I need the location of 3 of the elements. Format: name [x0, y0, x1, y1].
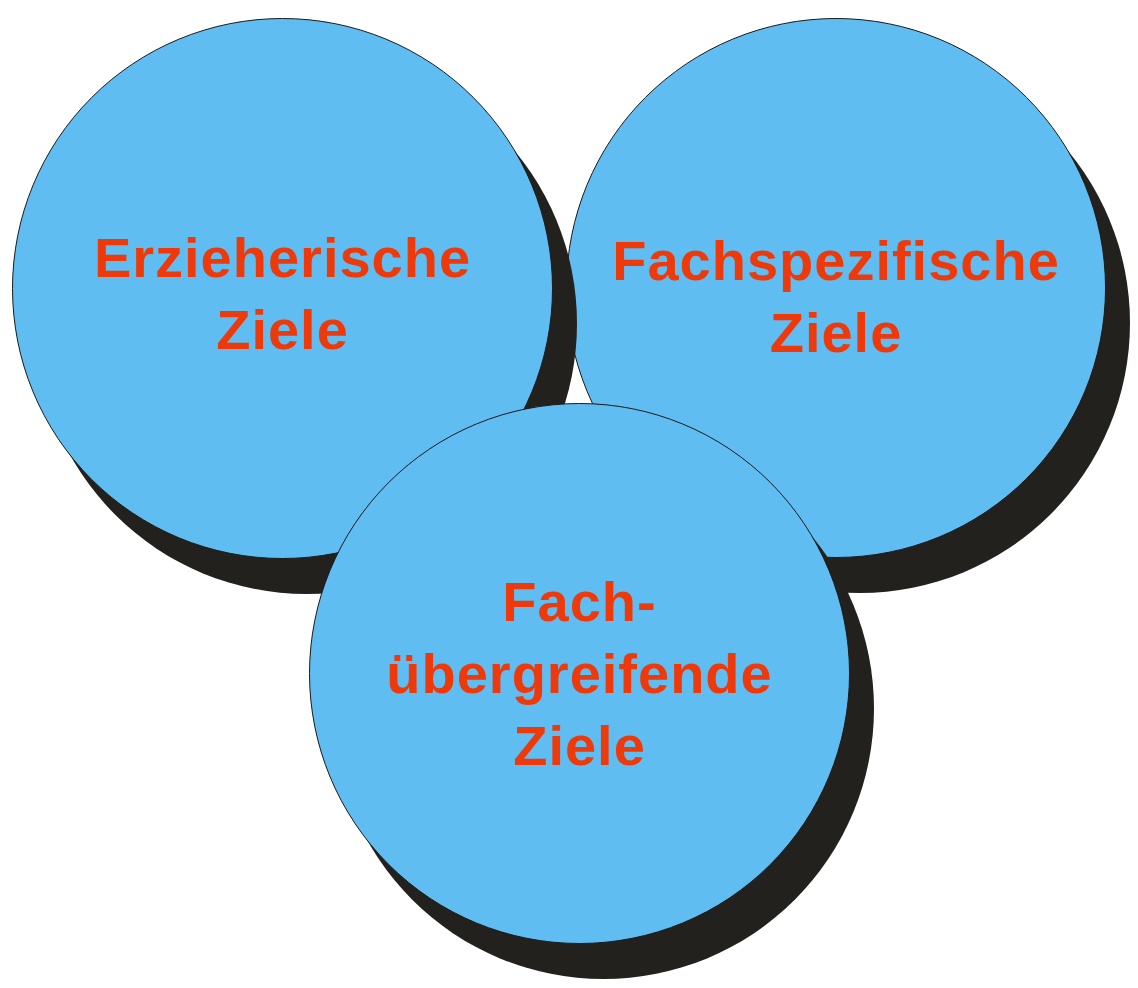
node-label: Fach- übergreifende Ziele: [385, 568, 774, 779]
node-label: Fachspezifische Ziele: [611, 228, 1061, 366]
node-label: Erzieherische Ziele: [92, 224, 473, 363]
